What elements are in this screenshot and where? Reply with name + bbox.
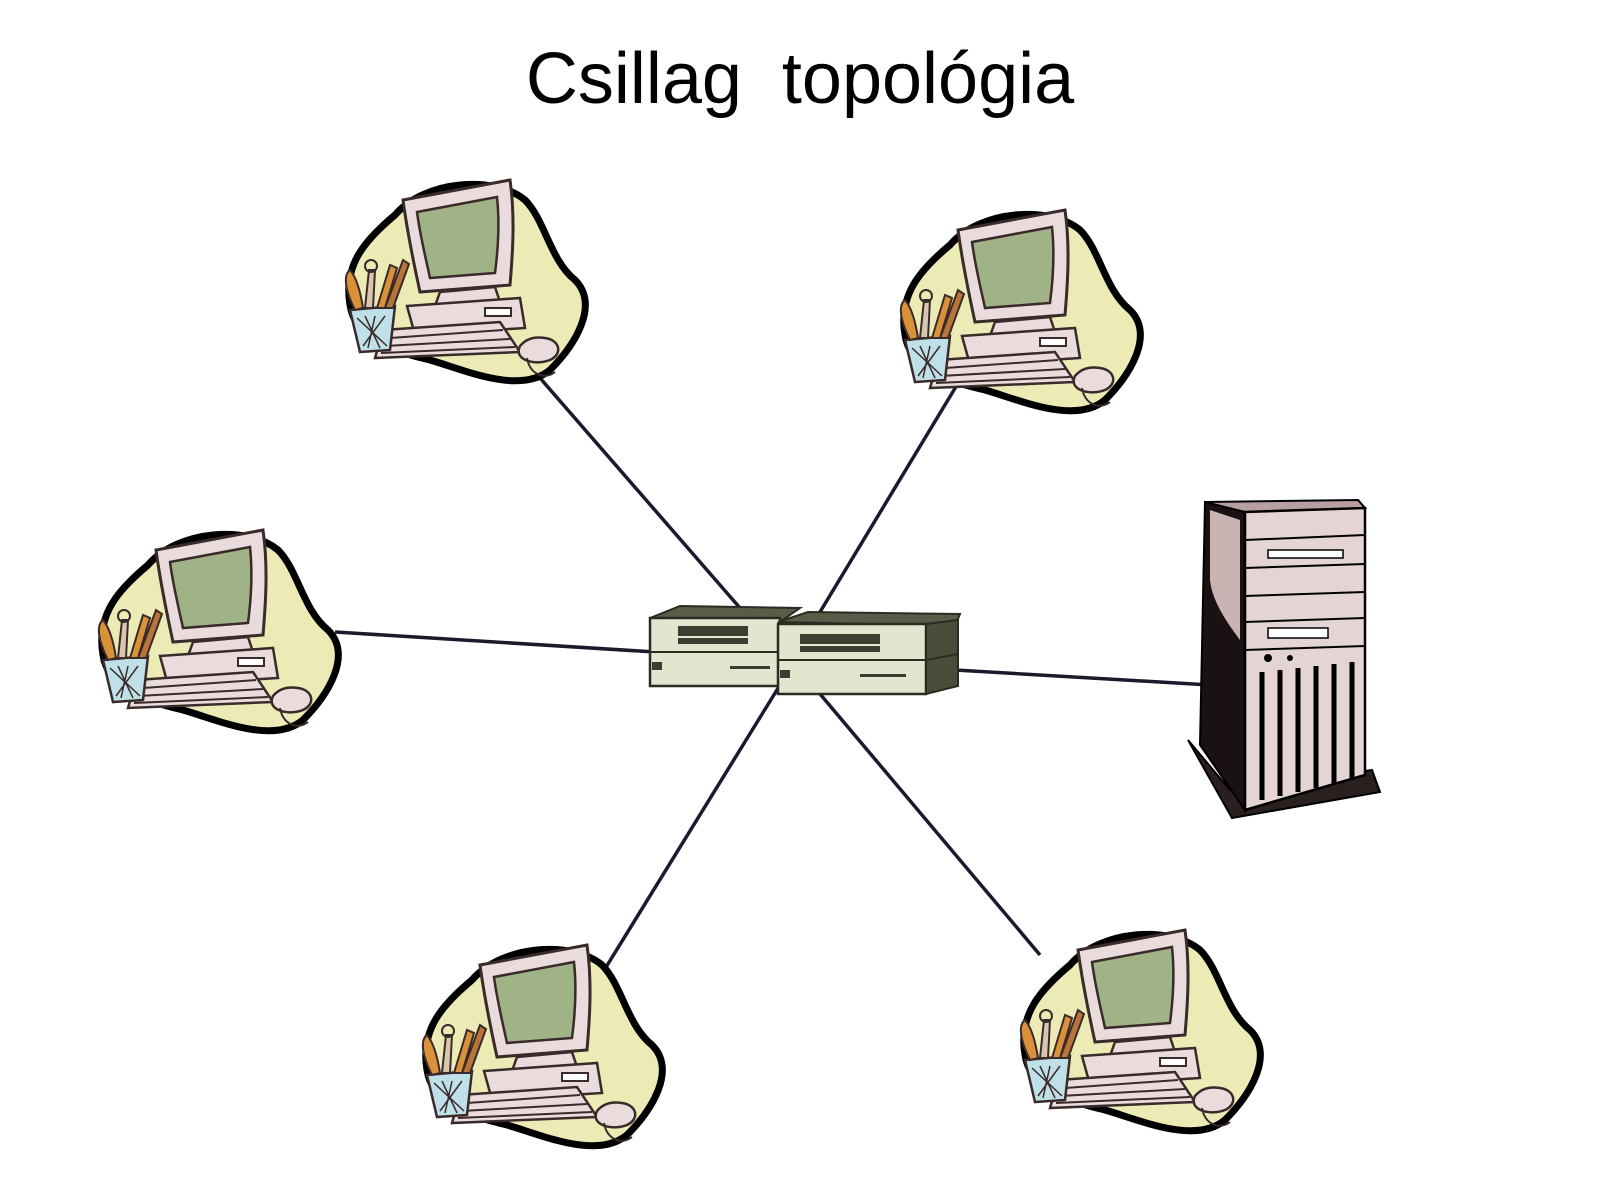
link-pc-top-left [538, 376, 742, 610]
diagram-title: Csillag topológia [525, 39, 1075, 119]
workstation-icon-bottom-left [423, 945, 662, 1146]
link-pc-bottom-right [813, 686, 1042, 957]
network-switch-icon [648, 604, 962, 696]
connection-links [334, 376, 1211, 986]
link-pc-top-right [818, 379, 962, 613]
link-pc-left [334, 630, 656, 654]
workstation-icon-top-left [346, 180, 585, 381]
link-pc-bottom-left [593, 684, 782, 986]
link-server-right [954, 668, 1211, 687]
tower-server-icon [1187, 498, 1382, 820]
workstation-icon-bottom-right [1021, 930, 1260, 1131]
workstation-icon-top-right [901, 210, 1140, 411]
workstation-icon-left [99, 530, 338, 731]
